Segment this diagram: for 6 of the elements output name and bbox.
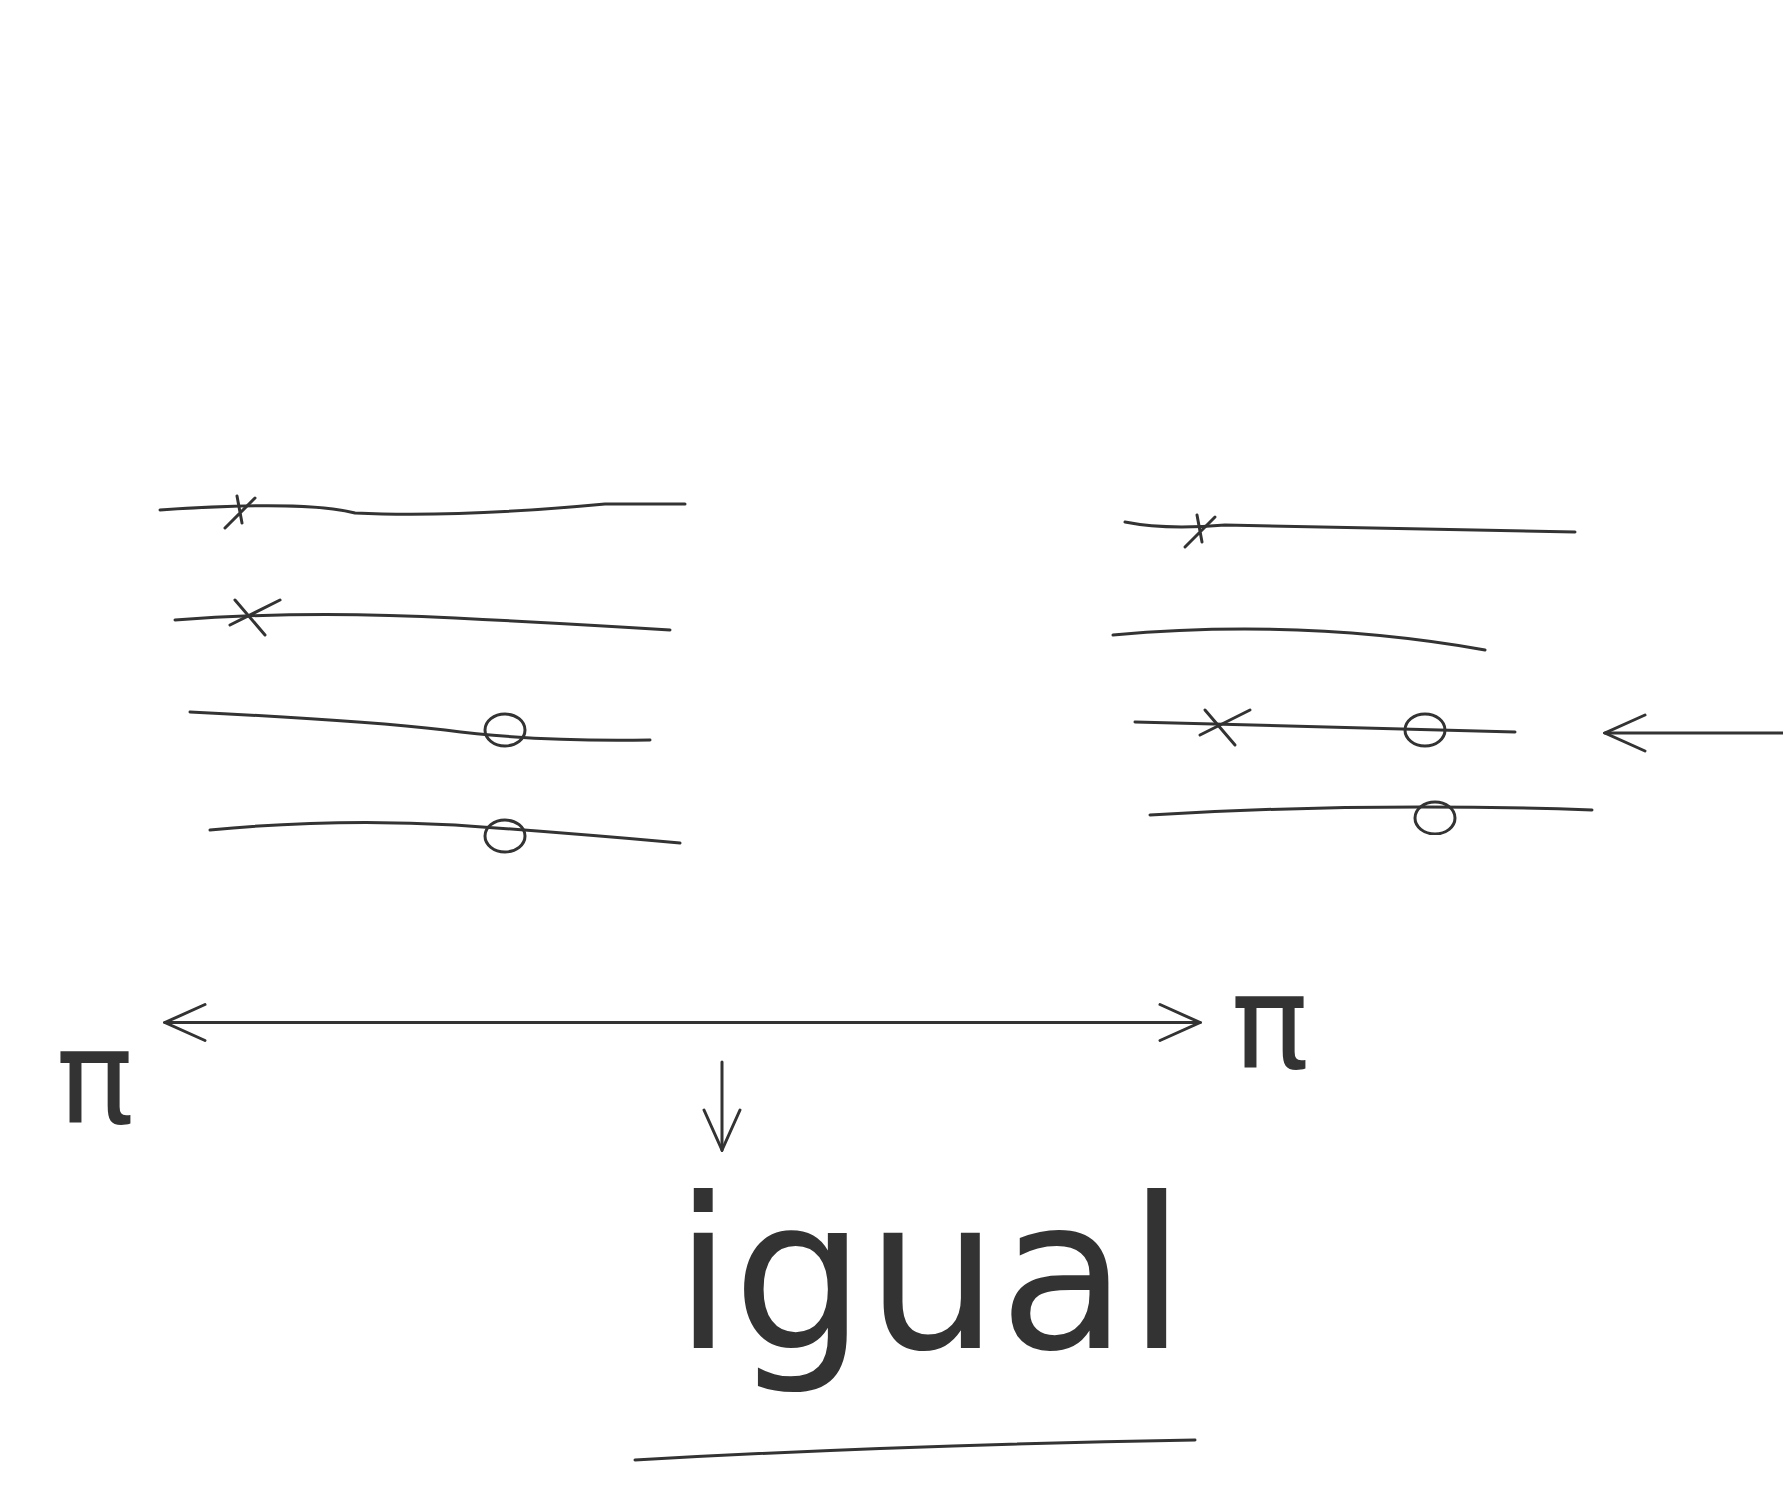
- arrow: [702, 1060, 742, 1152]
- handwritten-label: igual: [650, 1150, 1210, 1400]
- arrow: [163, 1003, 1202, 1042]
- handwritten-label: π: [1200, 960, 1340, 1085]
- handwritten-label: π: [25, 1015, 165, 1140]
- arrow: [1603, 713, 1783, 753]
